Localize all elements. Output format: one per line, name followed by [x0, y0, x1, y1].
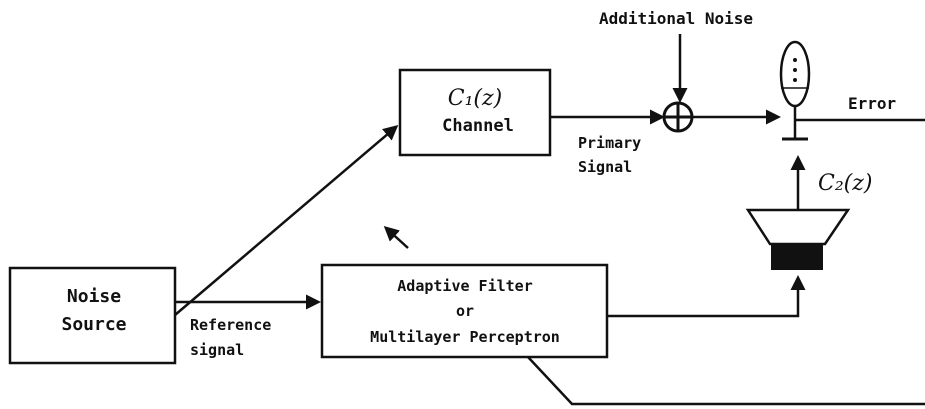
summing-junction-icon — [662, 101, 694, 133]
adaptation-arrow — [383, 225, 409, 249]
secondary-path-label: C₂(z) — [818, 171, 872, 196]
channel-label: Channel — [442, 116, 514, 136]
loudspeaker-icon — [745, 208, 851, 270]
adaptive-filter-label-line1: Adaptive Filter — [397, 277, 532, 295]
error-feedback-line — [527, 356, 925, 406]
noise-source-block: Noise Source — [8, 266, 177, 365]
channel-block: C₁(z) Channel — [398, 68, 552, 157]
reference-signal-label-line2: signal — [190, 341, 244, 359]
adaptive-filter-label-line2: or — [456, 302, 474, 320]
adaptive-filter-label-line3: Multilayer Perceptron — [370, 328, 560, 346]
noise-to-channel-arrow — [174, 125, 399, 316]
filter-to-speaker-arrow — [607, 275, 806, 318]
primary-signal-label-line2: Signal — [578, 158, 632, 176]
microphone-icon — [779, 40, 811, 141]
error-label: Error — [848, 94, 896, 113]
channel-transfer-label: C₁(z) — [448, 86, 502, 111]
noise-source-label-line1: Noise — [67, 286, 121, 307]
additional-noise-label: Additional Noise — [599, 9, 753, 28]
reference-signal-label-line1: Reference — [190, 316, 271, 334]
adaptive-filter-block: Adaptive Filter or Multilayer Perceptron — [320, 263, 609, 359]
primary-signal-label-line1: Primary — [578, 134, 641, 152]
noise-source-label-line2: Source — [61, 314, 126, 335]
